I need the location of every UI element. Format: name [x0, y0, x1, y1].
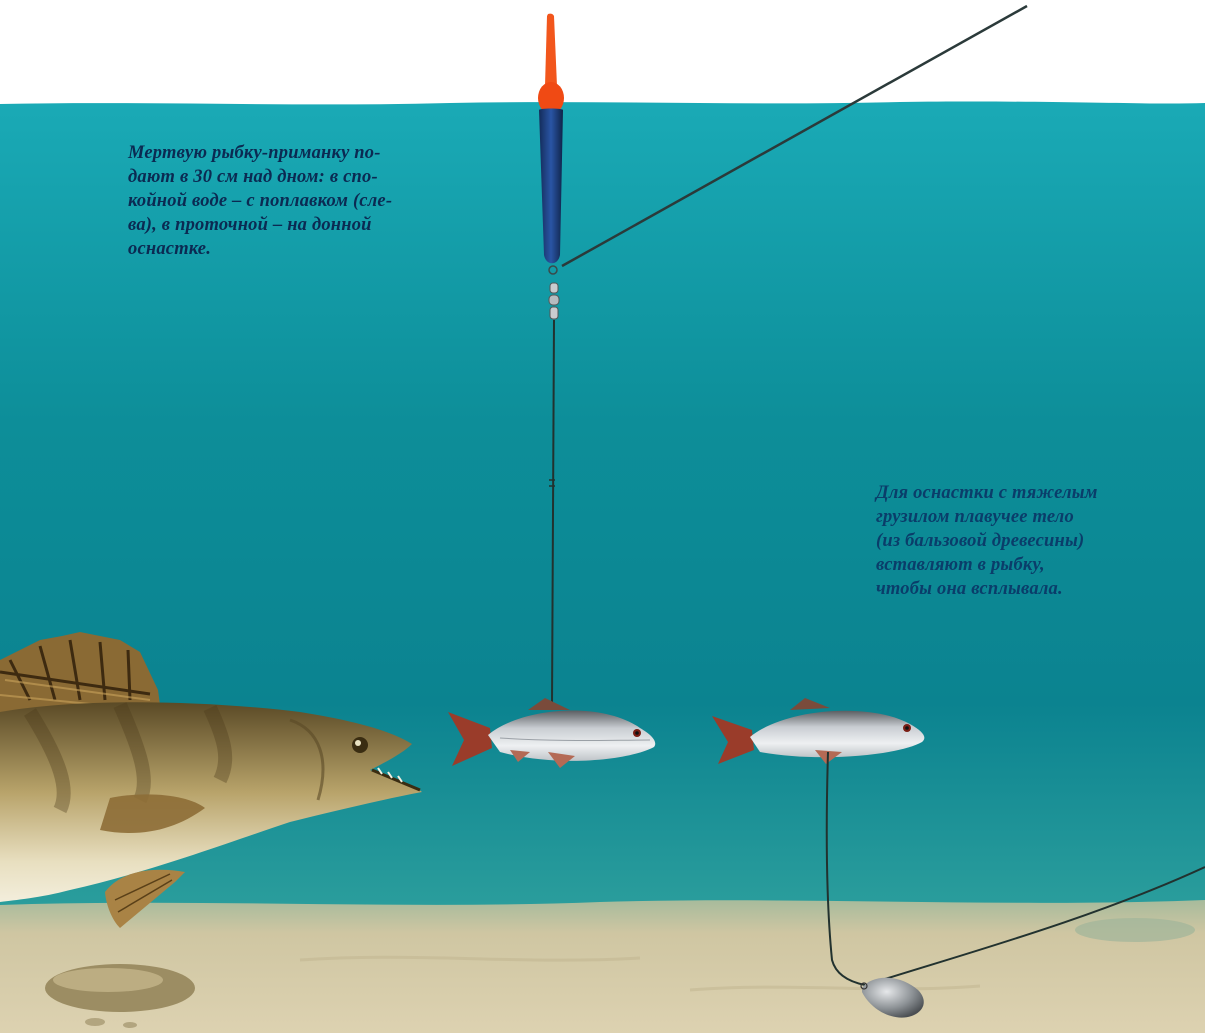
weed-patch: [1075, 918, 1195, 942]
float-icon: [538, 13, 564, 320]
caption-float-rig: Мертвую рыбку-приманку по- дают в 30 см …: [128, 143, 393, 259]
bottom-rig-main-line: [865, 866, 1205, 986]
sand-ripple: [299, 955, 981, 992]
water-body: [0, 101, 1205, 906]
bait-fish-icon: [712, 698, 925, 764]
bottom-rig-leader-line: [825, 751, 866, 986]
stone-icon: [45, 964, 195, 1028]
sinker-icon: [860, 977, 924, 1018]
sand-bottom: [0, 900, 1205, 1033]
float-leader-line: [551, 319, 555, 706]
air-area: [0, 0, 1205, 106]
bait-fish-icon: [448, 698, 656, 768]
caption-bottom-rig: Для оснастки с тяжелым грузилом плавучее…: [876, 483, 1098, 599]
fishing-line-icon: [561, 4, 1028, 268]
zander-fish-icon: [0, 632, 422, 928]
